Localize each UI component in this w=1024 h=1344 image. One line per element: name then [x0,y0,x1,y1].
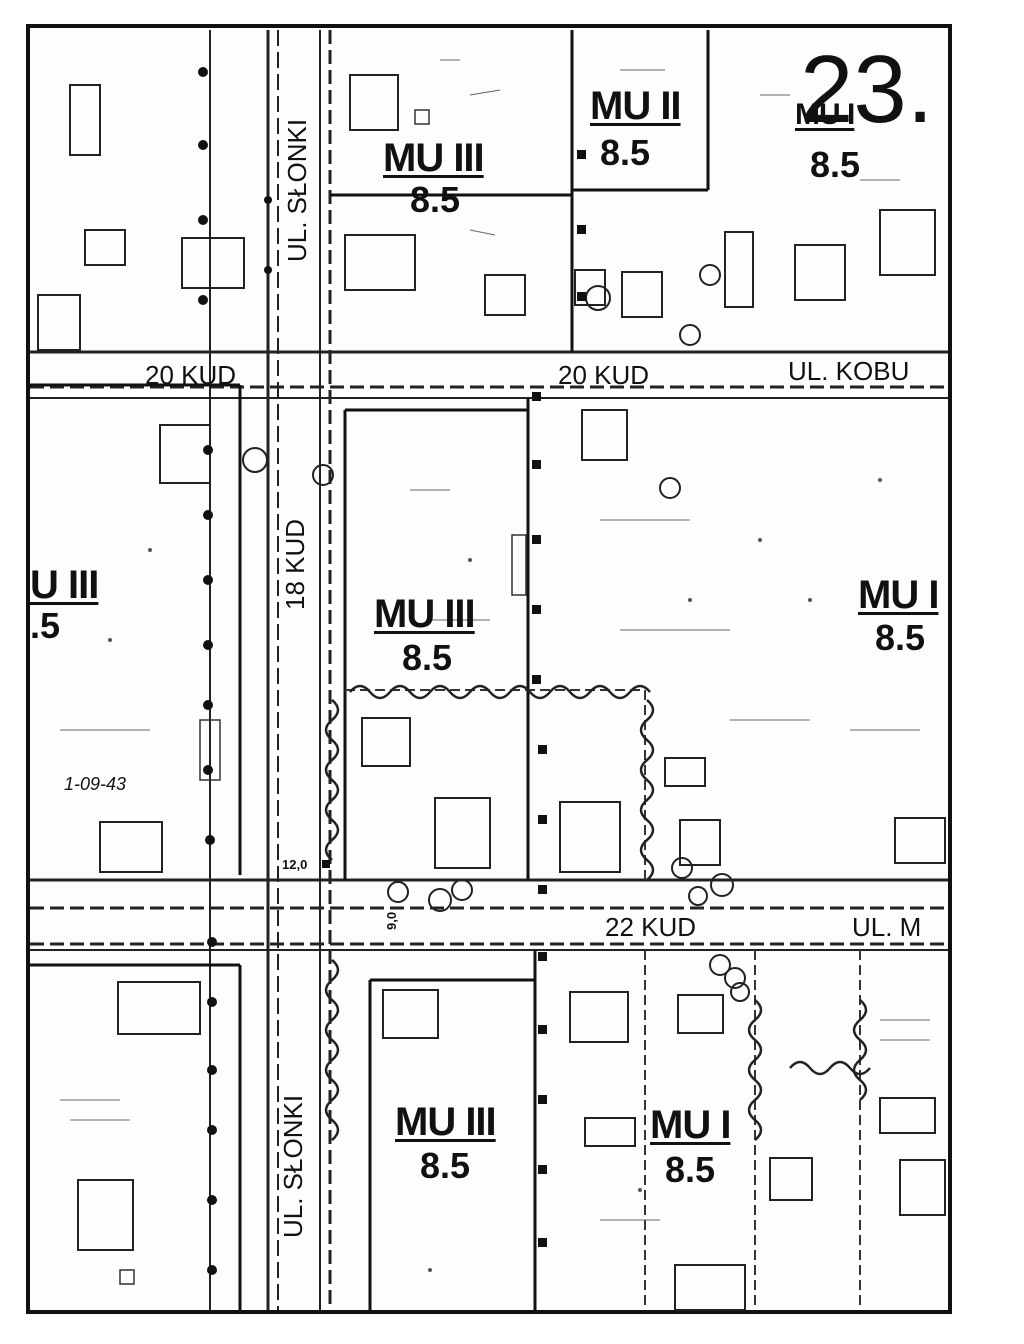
zone-code-mu3-center: MU III [374,592,476,636]
street-m [30,878,948,951]
zone-height-mu1-bottom: 8.5 [665,1149,716,1190]
zone-height-mu3-left: .5 [30,605,61,646]
road-label-22kud: 22 KUD [605,912,697,942]
road-width-dimension-b: 9,0 [384,911,399,930]
zone-code-mu1-right: MU I [858,573,939,617]
zone-code-mu1-bottom: MU I [650,1103,731,1147]
sheet-number: 23. [800,36,934,143]
zone-height-mu3-center: 8.5 [402,637,453,678]
parcel-reference: 1-09-43 [64,774,127,794]
zone-code-mu2-top: MU II [590,84,682,128]
road-label-20kud-left: 20 KUD [145,360,237,390]
road-label-ul-kobu: UL. KOBU [788,356,910,386]
road-width-dimension: 12,0 [282,857,308,872]
zone-height-mu2-top: 8.5 [600,132,651,173]
street-slonki [209,30,332,1310]
zone-height-mu1-topright: 8.5 [810,144,861,185]
zone-code-mu1-topright: MU I [795,98,855,131]
road-label-ul-slonki-bottom: UL. SŁONKI [278,1094,308,1238]
road-label-ul-slonki-top: UL. SŁONKI [282,118,312,262]
zone-height-mu1-right: 8.5 [875,617,926,658]
zone-height-mu3-bottom: 8.5 [420,1145,471,1186]
zone-code-mu3-top: MU III [383,136,485,180]
road-label-20kud-right: 20 KUD [558,360,650,390]
zone-code-mu3-bottom: MU III [395,1100,497,1144]
zone-height-mu3-top: 8.5 [410,179,461,220]
zone-code-mu3-left: U III [30,563,99,607]
road-label-18kud: 18 KUD [280,518,310,610]
street-kobu [30,350,948,399]
road-label-ul-m: UL. M [852,912,922,942]
